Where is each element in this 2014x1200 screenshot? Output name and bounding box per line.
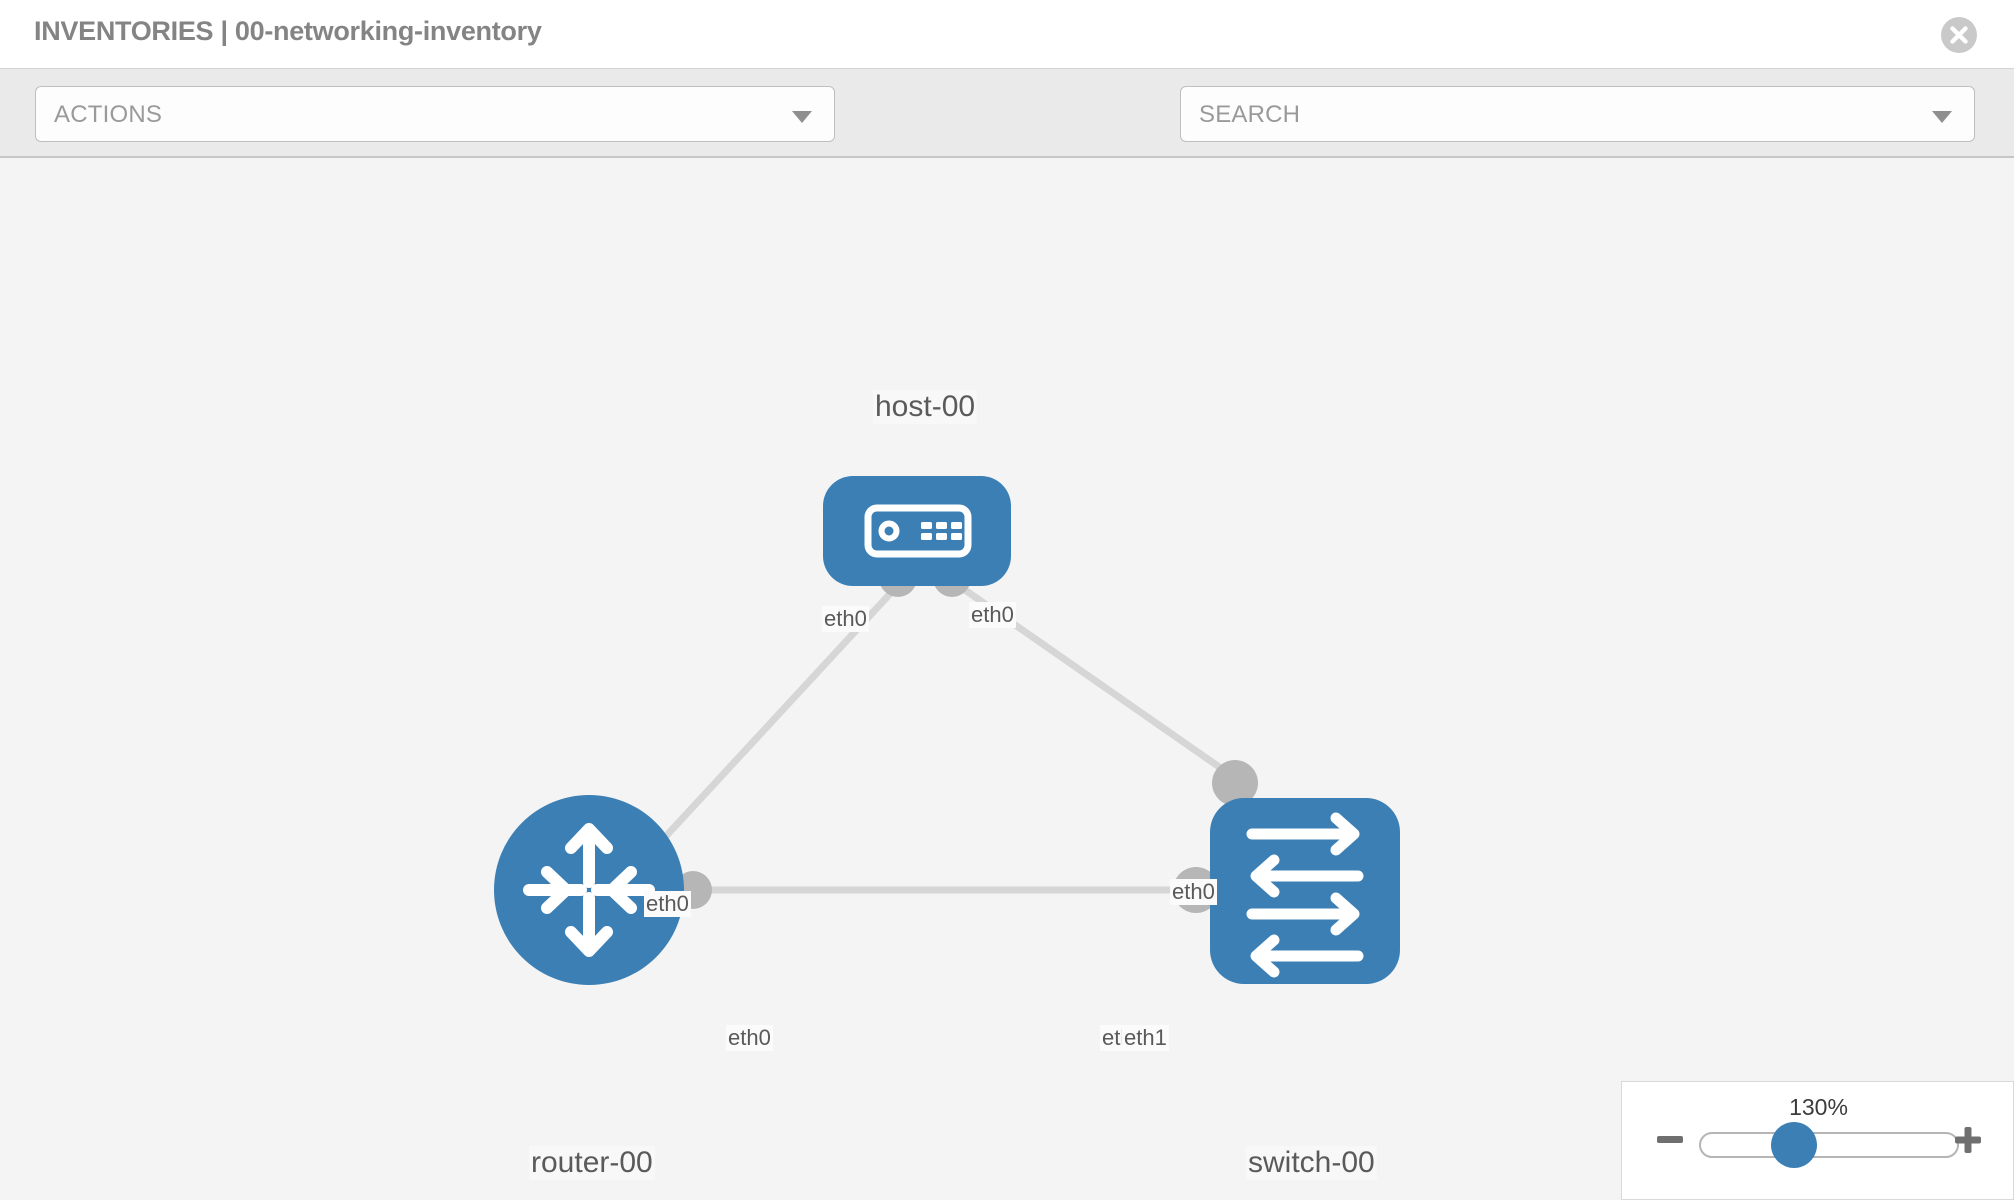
zoom-out-button[interactable] (1656, 1126, 1684, 1154)
iface-label-switch-up: eth0 (1170, 879, 1217, 905)
iface-label-router-east: eth0 (726, 1025, 773, 1051)
router-arrows-icon (523, 823, 655, 957)
zoom-slider-thumb[interactable] (1771, 1122, 1817, 1168)
node-switch-00[interactable] (1210, 798, 1400, 984)
toolbar: ACTIONS SEARCH (0, 68, 2014, 199)
chevron-down-icon (792, 111, 812, 123)
node-label-router-00: router-00 (529, 1146, 655, 1180)
actions-dropdown-label: ACTIONS (54, 101, 163, 128)
page-title: INVENTORIES | 00-networking-inventory (34, 16, 542, 46)
iface-label-host-right: eth0 (969, 602, 1016, 628)
node-label-host-00: host-00 (873, 390, 978, 424)
node-router-00[interactable] (494, 795, 684, 985)
search-input[interactable]: SEARCH (1180, 86, 1975, 142)
iface-label-host-left: eth0 (822, 606, 869, 632)
connector-switch-ne (1212, 760, 1258, 806)
topology-canvas[interactable]: host-00 router-00 switch-00 eth0 eth0 et… (0, 158, 2014, 1200)
iface-label-switch-west-b: eth1 (1122, 1025, 1169, 1051)
close-icon[interactable] (1940, 16, 1978, 54)
chevron-down-icon (1932, 111, 1952, 123)
iface-label-router-up: eth0 (644, 891, 691, 917)
topology-links (652, 580, 1238, 894)
node-label-switch-00: switch-00 (1246, 1146, 1377, 1180)
topology-graph[interactable] (0, 158, 2014, 1200)
search-placeholder: SEARCH (1199, 101, 1301, 128)
actions-dropdown[interactable]: ACTIONS (35, 86, 835, 142)
switch-arrows-icon (1246, 812, 1364, 978)
server-icon (864, 504, 972, 558)
zoom-slider-track[interactable] (1699, 1132, 1959, 1158)
page-header: INVENTORIES | 00-networking-inventory (0, 0, 2014, 70)
zoom-control-panel: 130% (1621, 1081, 2014, 1200)
node-host-00[interactable] (823, 476, 1011, 586)
zoom-level-value: 130% (1789, 1094, 1848, 1120)
zoom-in-button[interactable] (1954, 1126, 1982, 1154)
